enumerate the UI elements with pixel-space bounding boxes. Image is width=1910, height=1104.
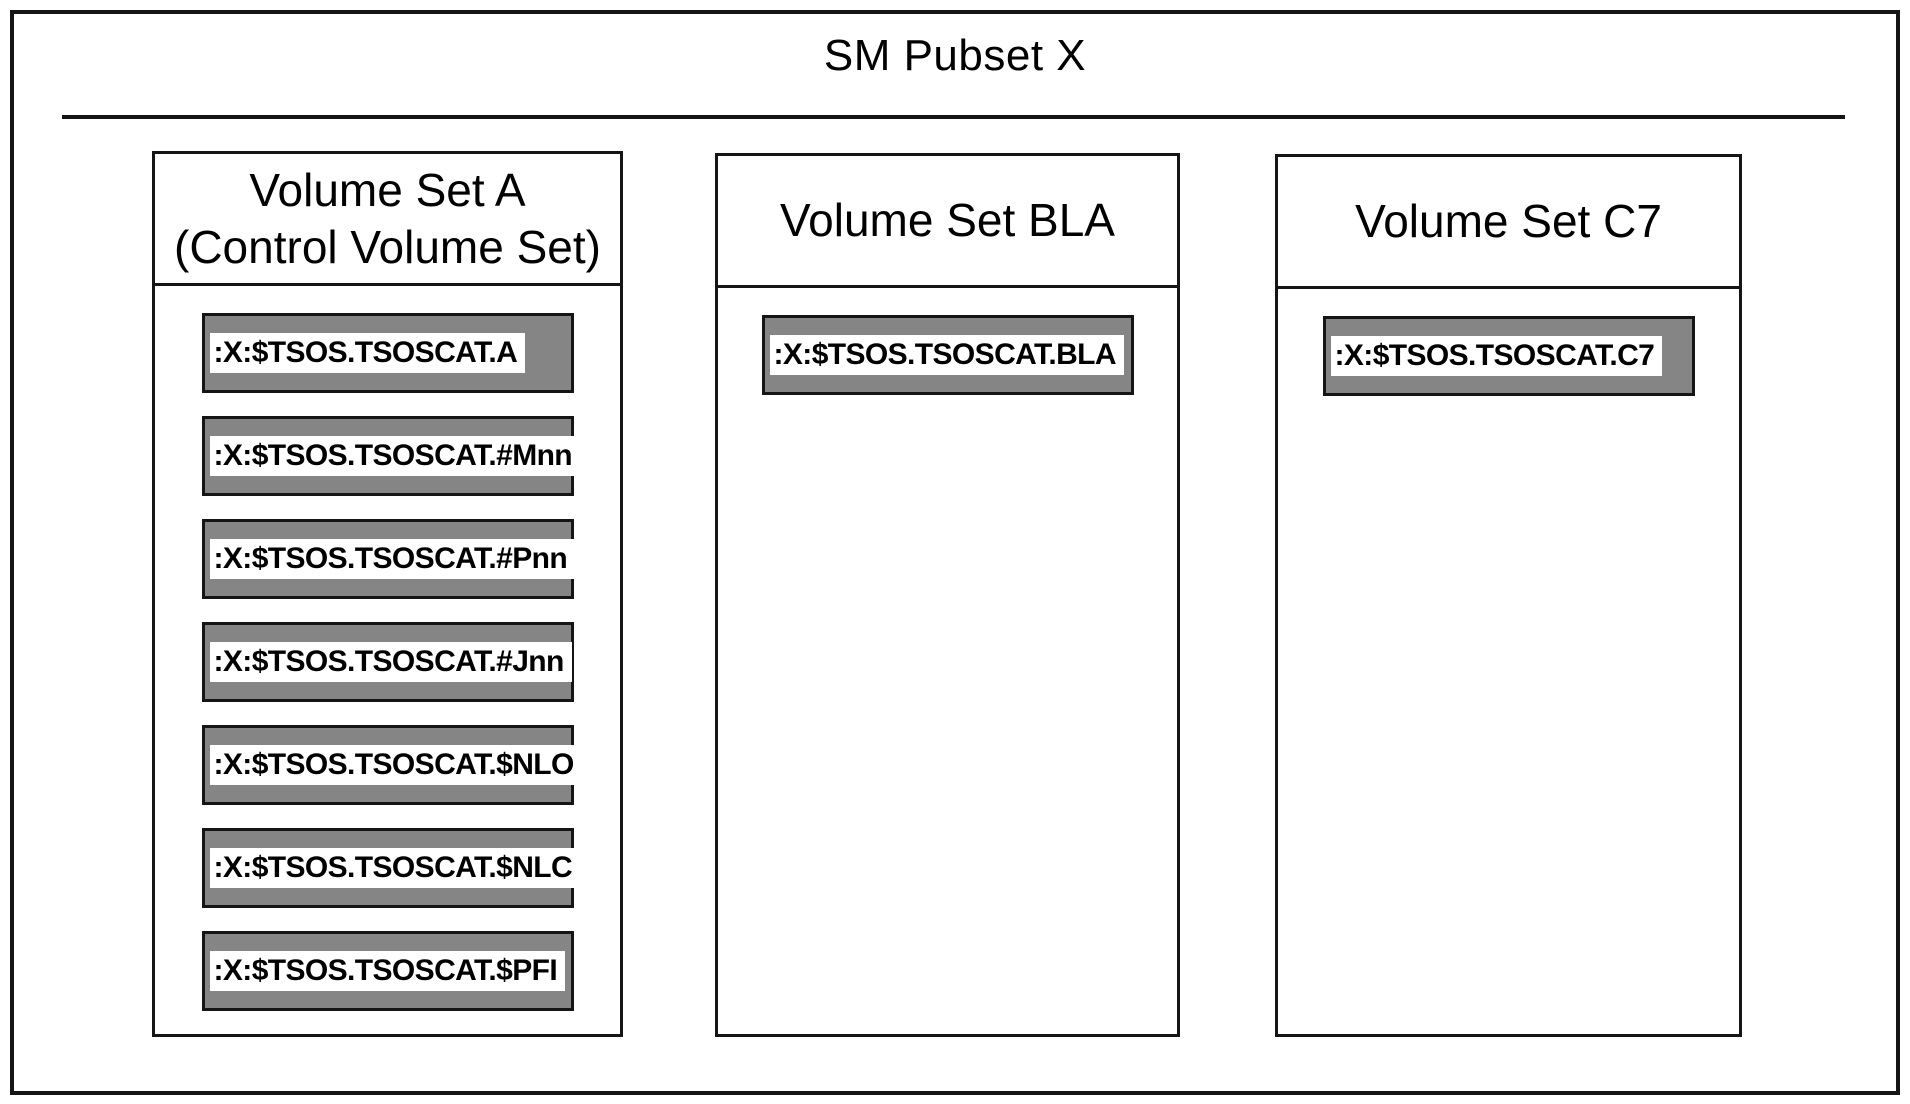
- catalog-entry-box: :X:$TSOS.TSOSCAT.$NLC: [201, 828, 581, 908]
- volume-set-body: :X:$TSOS.TSOSCAT.A :X:$TSOS.TSOSCAT.#Mnn…: [155, 286, 620, 1034]
- volume-set-column: Volume Set C7 :X:$TSOS.TSOSCAT.C7: [1275, 154, 1742, 1037]
- catalog-entry-box: :X:$TSOS.TSOSCAT.#Pnn: [201, 519, 576, 599]
- catalog-entry-label: :X:$TSOS.TSOSCAT.#Mnn: [209, 436, 581, 476]
- catalog-entry-box: :X:$TSOS.TSOSCAT.#Jnn: [201, 622, 574, 702]
- pubset-title: SM Pubset X: [823, 31, 1087, 80]
- catalog-entry-label: :X:$TSOS.TSOSCAT.C7: [1330, 336, 1663, 376]
- volume-set-body: :X:$TSOS.TSOSCAT.C7: [1278, 289, 1739, 1034]
- volume-set-title: Volume Set C7: [1278, 157, 1739, 289]
- catalog-entry-label: :X:$TSOS.TSOSCAT.$NLO: [209, 745, 582, 785]
- catalog-entry-box: :X:$TSOS.TSOSCAT.C7: [1322, 316, 1695, 396]
- volume-set-title-line: (Control Volume Set): [174, 220, 601, 273]
- volume-set-title-line: Volume Set BLA: [780, 194, 1115, 246]
- volume-set-title: Volume Set A(Control Volume Set): [155, 154, 620, 286]
- volume-set-column: Volume Set A(Control Volume Set) :X:$TSO…: [152, 151, 623, 1037]
- catalog-entry-box: :X:$TSOS.TSOSCAT.BLA: [761, 315, 1134, 395]
- catalog-entry-box: :X:$TSOS.TSOSCAT.$PFI: [201, 931, 574, 1011]
- volume-set-column: Volume Set BLA :X:$TSOS.TSOSCAT.BLA: [715, 153, 1180, 1037]
- catalog-entry-label: :X:$TSOS.TSOSCAT.$PFI: [209, 951, 566, 991]
- catalog-entry-label: :X:$TSOS.TSOSCAT.BLA: [769, 335, 1124, 375]
- catalog-entry-box: :X:$TSOS.TSOSCAT.$NLO: [201, 725, 582, 805]
- volume-set-title-line: Volume Set C7: [1355, 195, 1662, 247]
- catalog-entry-label: :X:$TSOS.TSOSCAT.#Pnn: [209, 539, 576, 579]
- title-divider: [62, 115, 1845, 119]
- catalog-entry-label: :X:$TSOS.TSOSCAT.#Jnn: [209, 642, 572, 682]
- catalog-entry-box: :X:$TSOS.TSOSCAT.A: [201, 313, 574, 393]
- catalog-entry-label: :X:$TSOS.TSOSCAT.A: [209, 333, 526, 373]
- catalog-entry-box: :X:$TSOS.TSOSCAT.#Mnn: [201, 416, 581, 496]
- volume-set-title: Volume Set BLA: [718, 156, 1177, 288]
- catalog-entry-label: :X:$TSOS.TSOSCAT.$NLC: [209, 848, 581, 888]
- volume-set-body: :X:$TSOS.TSOSCAT.BLA: [718, 288, 1177, 1034]
- volume-set-title-line: Volume Set A: [249, 163, 526, 216]
